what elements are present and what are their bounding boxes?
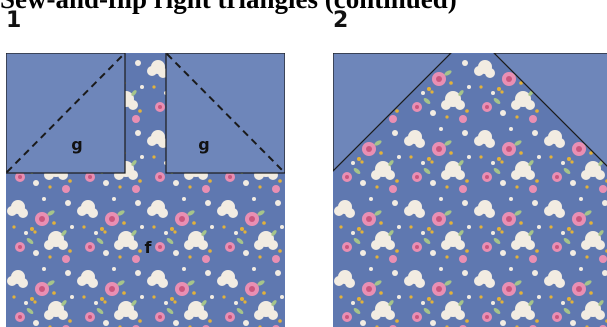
corner-rect-left <box>6 53 126 174</box>
corner-triangle-left <box>333 53 452 172</box>
step-heading: Sew-and-flip right triangles (continued) <box>0 0 457 15</box>
sewing-line-left <box>6 53 125 173</box>
step-2-svg <box>333 53 607 327</box>
label-f: f <box>145 238 153 257</box>
step-1-svg: g g f <box>6 53 285 327</box>
corner-triangle-right <box>493 53 607 167</box>
step-1-diagram: g g f <box>6 53 285 327</box>
step-2-diagram <box>333 53 607 327</box>
label-g-left: g <box>71 135 82 154</box>
sewing-line-right <box>166 53 285 173</box>
step-number-1: 1 <box>6 8 22 33</box>
corner-rect-right <box>165 53 285 174</box>
step-number-2: 2 <box>333 8 349 33</box>
label-g-right: g <box>198 135 209 154</box>
